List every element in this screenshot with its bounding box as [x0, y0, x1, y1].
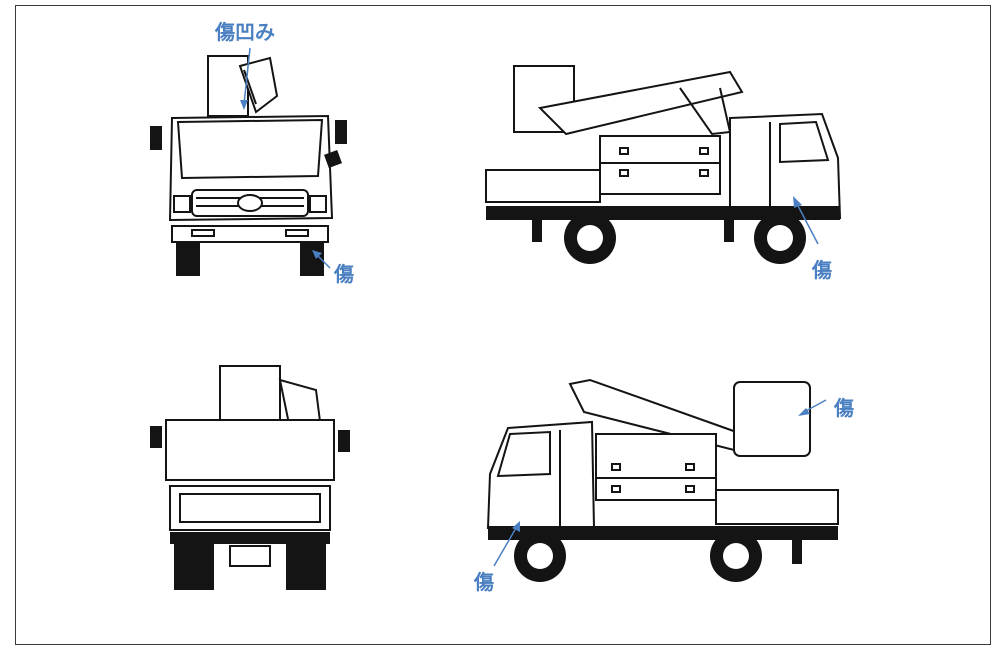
- right-scratch-label: 傷: [812, 258, 832, 282]
- front-scratch-label: 傷: [334, 262, 354, 286]
- truck-front-view: [150, 47, 347, 276]
- truck-right-side-view: [485, 65, 842, 264]
- front-dent-label: 傷凹み: [215, 20, 275, 44]
- truck-left-side-view: [486, 378, 839, 582]
- truck-rear-view: [150, 365, 350, 590]
- left-door-scratch-label: 傷: [474, 570, 494, 594]
- left-bucket-scratch-label: 傷: [834, 396, 854, 420]
